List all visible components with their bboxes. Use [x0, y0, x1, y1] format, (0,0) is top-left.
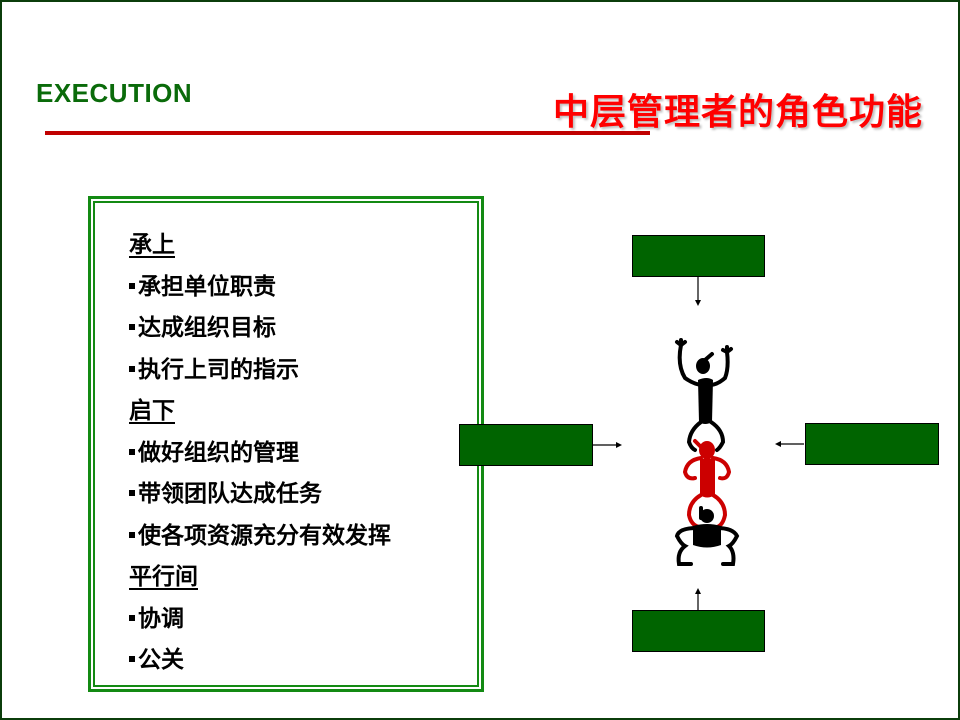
arrow-down-icon — [695, 277, 701, 306]
list-item: 达成组织目标 — [129, 308, 391, 350]
diagram-box-left — [459, 424, 593, 466]
list-item: 公关 — [129, 640, 391, 682]
section-heading-lateral: 平行间 — [129, 564, 198, 590]
section-heading-downward: 启下 — [129, 398, 175, 424]
arrow-up-icon — [695, 588, 701, 611]
diagram-box-top — [632, 235, 765, 277]
brand-label: EXECUTION — [36, 78, 193, 108]
section-heading-upward: 承上 — [129, 232, 175, 258]
title-underline-rule — [45, 131, 650, 135]
arrow-left-icon — [775, 441, 804, 447]
list-item: 执行上司的指示 — [129, 350, 391, 392]
list-item: 协调 — [129, 599, 391, 641]
list-item: 做好组织的管理 — [129, 433, 391, 475]
list-item: 带领团队达成任务 — [129, 474, 391, 516]
stacked-people-icon — [674, 338, 740, 566]
roles-text-box: 承上 承担单位职责 达成组织目标 执行上司的指示 启下 做好组织的管理 带领团队… — [88, 196, 484, 692]
list-item: 使各项资源充分有效发挥 — [129, 516, 391, 558]
list-item: 承担单位职责 — [129, 267, 391, 309]
slide-title: 中层管理者的角色功能 — [553, 92, 924, 133]
roles-list: 承上 承担单位职责 达成组织目标 执行上司的指示 启下 做好组织的管理 带领团队… — [129, 225, 391, 682]
diagram-box-bottom — [632, 610, 765, 652]
arrow-right-icon — [593, 442, 622, 448]
diagram-box-right — [805, 423, 939, 465]
